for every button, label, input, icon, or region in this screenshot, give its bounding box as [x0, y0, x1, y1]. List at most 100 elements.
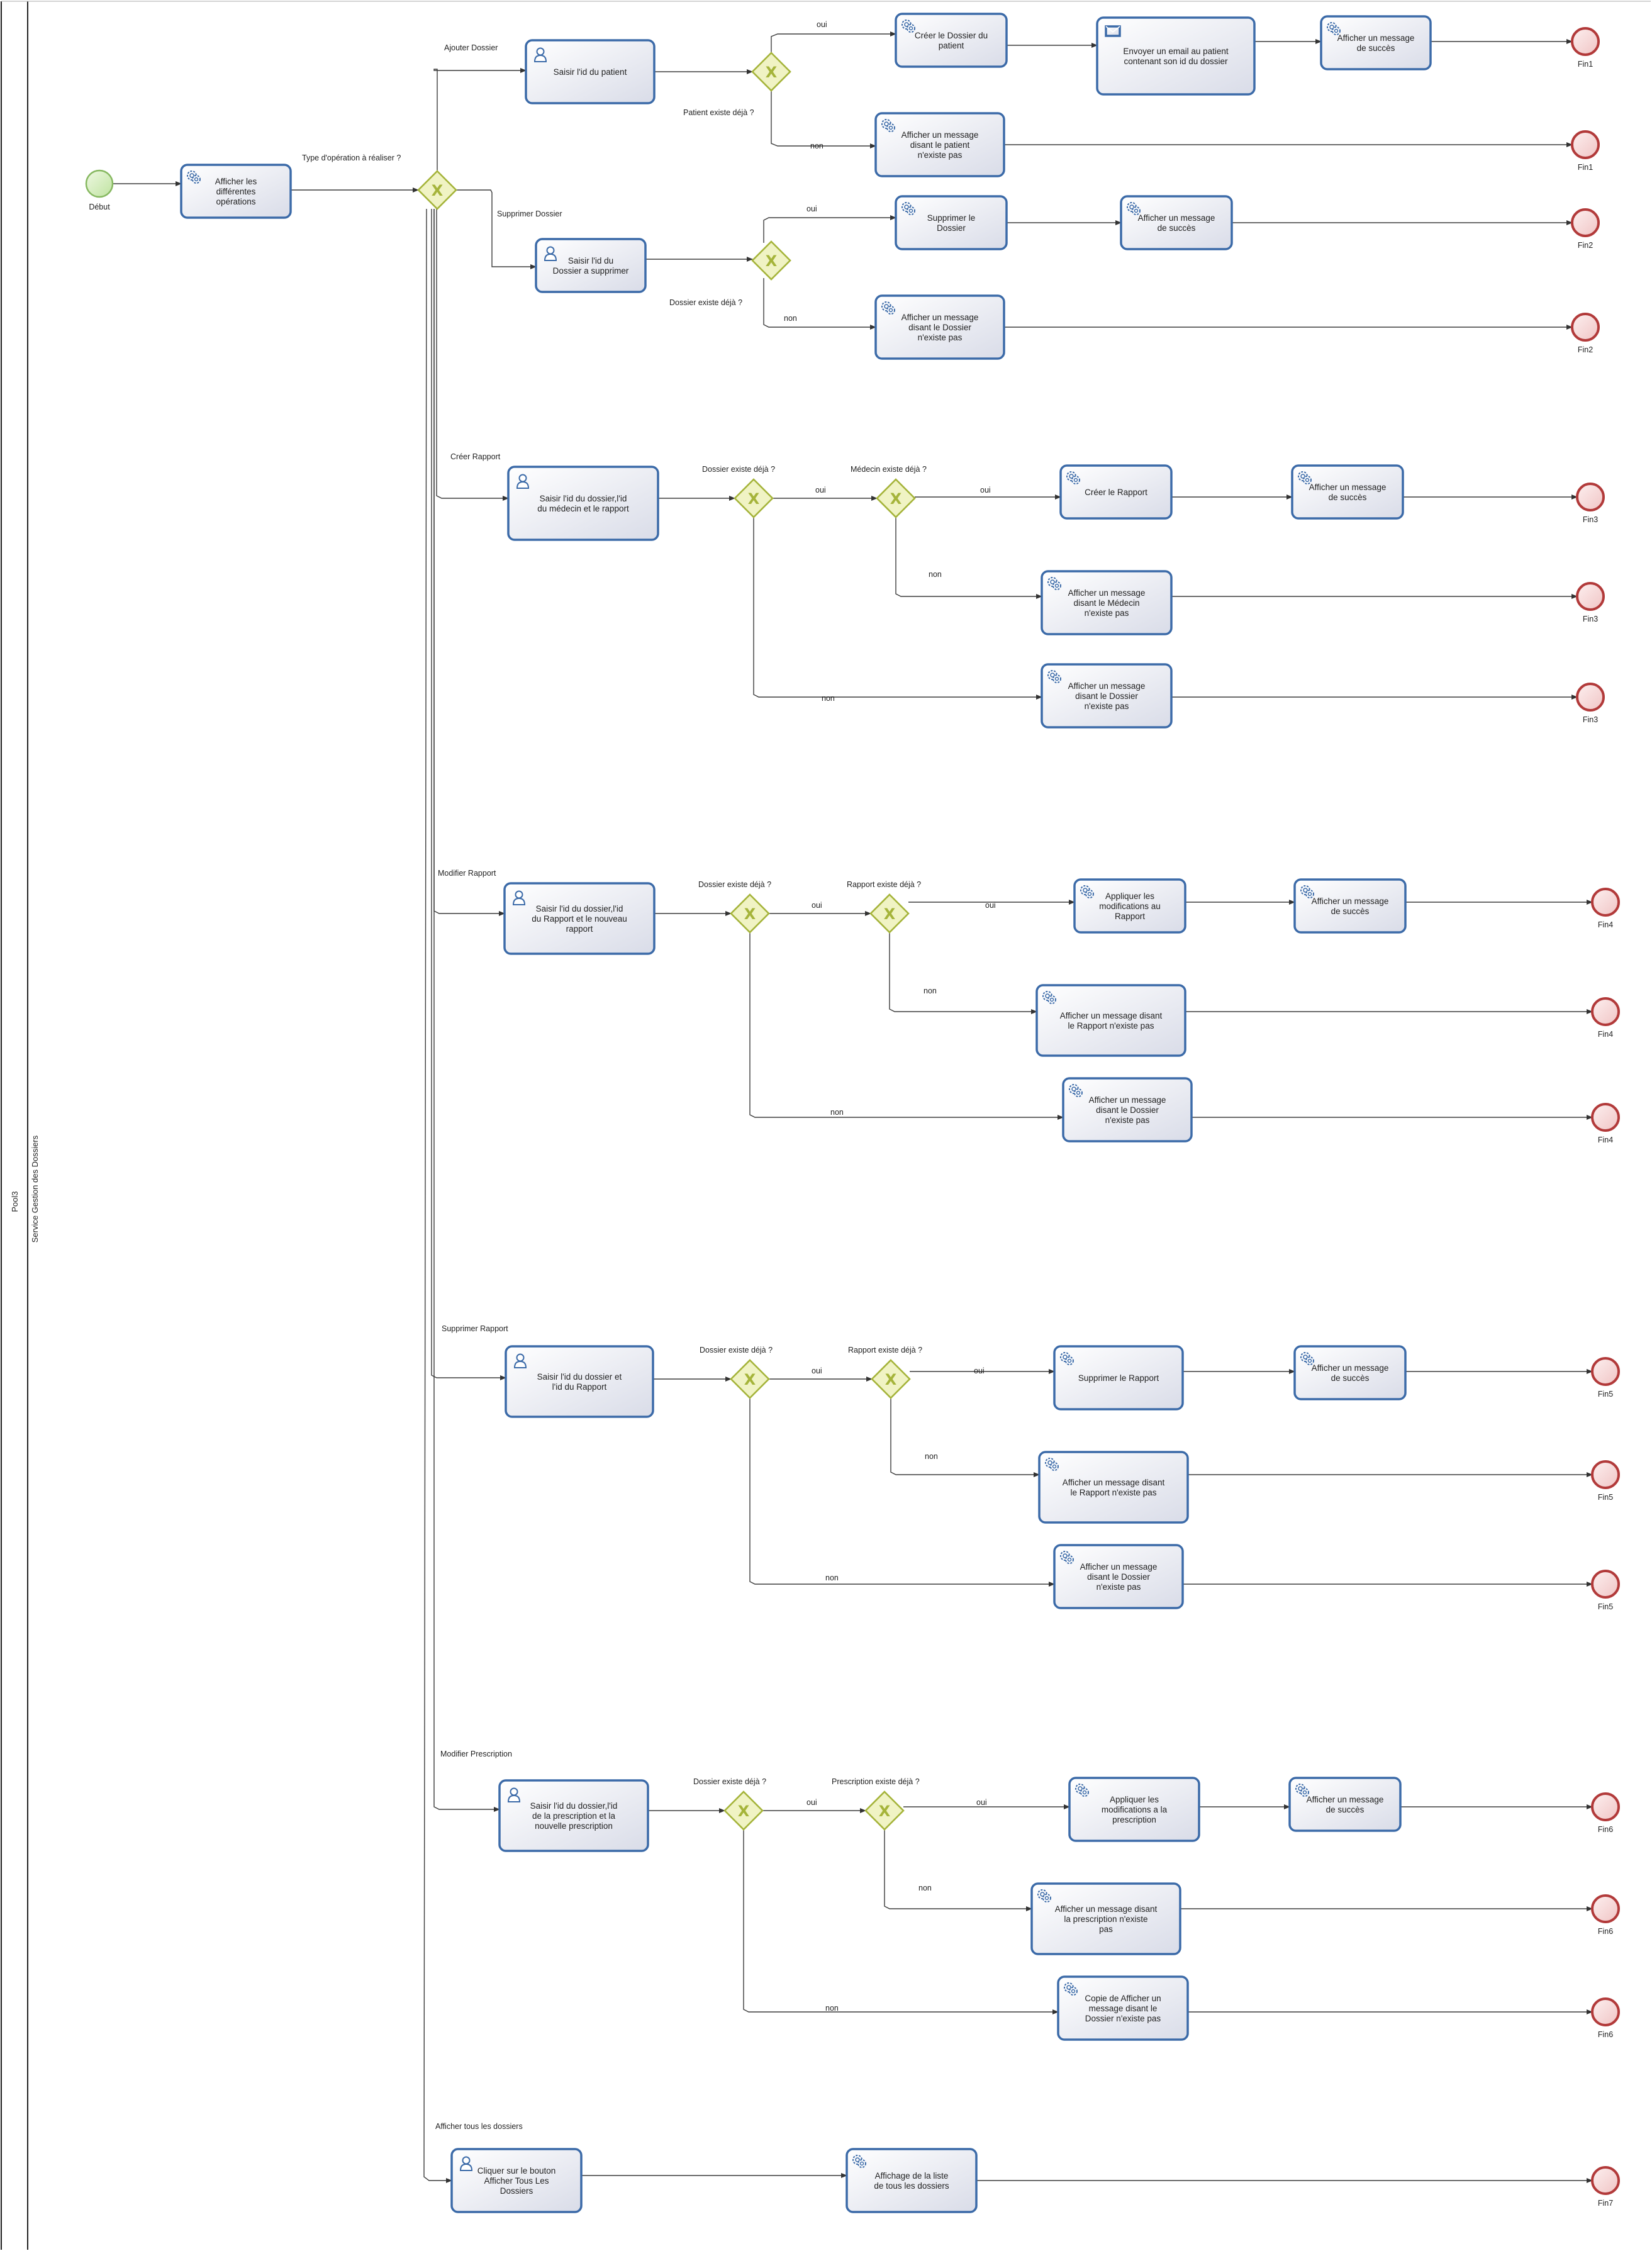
user-task-icon: [533, 47, 547, 62]
gateway-exists[interactable]: X: [751, 240, 791, 281]
end-event[interactable]: Fin1: [1571, 27, 1600, 69]
task-input[interactable]: Saisir l'id du patient: [525, 39, 656, 104]
end-event[interactable]: Fin6: [1591, 1997, 1620, 2039]
end-event[interactable]: Fin3: [1576, 483, 1605, 524]
end-event-label: Fin6: [1598, 1825, 1613, 1834]
gateway-question-label: Dossier existe déjà ?: [702, 465, 775, 474]
branch-label: Modifier Rapport: [438, 869, 496, 878]
task-label: Créer le Rapport: [1085, 488, 1147, 497]
gateway-dossier-exists[interactable]: X: [723, 1790, 764, 1831]
end-event[interactable]: Fin6: [1591, 1792, 1620, 1834]
end-event[interactable]: Fin3: [1576, 582, 1605, 623]
gateway-dossier-exists[interactable]: X: [730, 893, 770, 934]
end-event[interactable]: Fin4: [1591, 1103, 1620, 1144]
user-task-icon: [544, 246, 557, 261]
end-event-label: Fin6: [1598, 2030, 1613, 2039]
flow-yes-label: oui: [812, 901, 822, 910]
end-event[interactable]: Fin6: [1591, 1894, 1620, 1936]
gateway-question-label: Rapport existe déjà ?: [848, 1346, 922, 1355]
sequence-flow: [753, 517, 1042, 700]
flow-no-label: non: [825, 2004, 839, 2013]
end-event-label: Fin6: [1598, 1927, 1613, 1936]
end-event[interactable]: Fin4: [1591, 997, 1620, 1039]
service-gear-icon: [1327, 22, 1341, 35]
user-task-icon: [512, 890, 526, 905]
service-gear-icon: [881, 301, 895, 315]
end-event[interactable]: Fin7: [1591, 2166, 1620, 2208]
service-gear-icon: [1080, 885, 1094, 898]
end-event[interactable]: Fin5: [1591, 1357, 1620, 1399]
gateway-x-icon: X: [748, 490, 760, 508]
task-yes-1[interactable]: Supprimer le Rapport: [1053, 1345, 1184, 1410]
end-event-label: Fin3: [1583, 715, 1598, 724]
service-gear-icon: [881, 119, 895, 132]
sequence-flow: [433, 209, 500, 1812]
sequence-flow: [749, 1398, 1055, 1587]
end-event-label: Fin5: [1598, 1493, 1613, 1502]
flow-yes-label: oui: [817, 20, 827, 29]
end-event[interactable]: Fin1: [1571, 130, 1600, 172]
service-gear-icon: [1047, 577, 1061, 590]
gateway-dossier-exists[interactable]: X: [734, 478, 774, 518]
sequence-flow: [431, 209, 506, 1380]
gateway-item-exists[interactable]: X: [864, 1790, 905, 1831]
end-event[interactable]: Fin3: [1576, 683, 1605, 724]
flow-no-label: non: [810, 142, 823, 150]
service-gear-icon: [1300, 1352, 1314, 1365]
service-gear-icon: [1298, 471, 1312, 484]
gateway-type-operation[interactable]: X: [417, 170, 457, 210]
gateway-question-label: Dossier existe déjà ?: [669, 298, 742, 307]
gateway-item-exists[interactable]: X: [876, 478, 916, 518]
gateway-x-icon: X: [744, 1371, 756, 1388]
service-gear-icon: [1037, 1889, 1051, 1902]
end-event[interactable]: Fin5: [1591, 1570, 1620, 1611]
gateway-item-exists[interactable]: X: [871, 1359, 911, 1399]
end-event-label: Fin4: [1598, 1030, 1613, 1039]
end-event[interactable]: Fin5: [1591, 1460, 1620, 1502]
service-gear-icon: [1300, 885, 1314, 898]
user-task-icon: [459, 2156, 473, 2171]
end-event[interactable]: Fin2: [1571, 313, 1600, 354]
flow-yes-label: oui: [812, 1366, 822, 1375]
gateway-exists[interactable]: X: [751, 52, 791, 92]
end-event[interactable]: Fin4: [1591, 888, 1620, 929]
sequence-flow: [890, 1398, 1040, 1477]
gateway-dossier-exists[interactable]: X: [730, 1359, 770, 1399]
gateway-item-exists[interactable]: X: [869, 893, 910, 934]
task-yes-1[interactable]: Créer le Rapport: [1059, 464, 1173, 520]
end-event[interactable]: Fin2: [1571, 208, 1600, 250]
start-event[interactable]: Début: [85, 169, 114, 211]
